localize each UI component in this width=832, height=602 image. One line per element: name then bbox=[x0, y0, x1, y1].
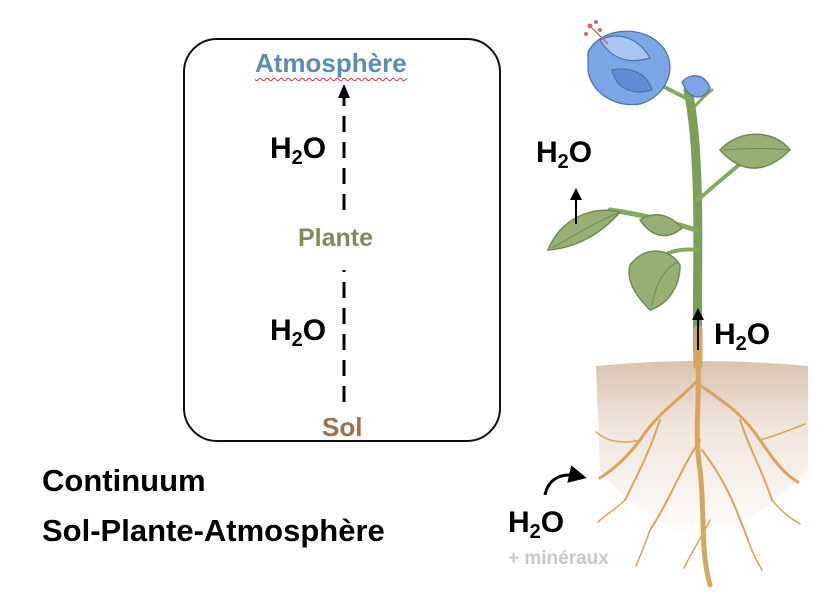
plant-flowers bbox=[587, 30, 711, 106]
label-atmosphere: Atmosphère bbox=[255, 48, 407, 78]
title-line-1: Continuum bbox=[42, 463, 206, 498]
label-h2o-stem: H2O bbox=[714, 318, 771, 355]
flow-arrow-dashed bbox=[338, 84, 350, 402]
label-h2o-upper: H2O bbox=[270, 132, 327, 169]
label-h2o-lower: H2O bbox=[270, 314, 327, 351]
label-sol: Sol bbox=[322, 412, 363, 442]
label-h2o-root: H2O bbox=[508, 506, 565, 543]
leaf-veins bbox=[551, 148, 789, 307]
continuum-box bbox=[183, 38, 501, 442]
arrow-root-curved bbox=[543, 465, 587, 496]
label-h2o-leaf: H2O bbox=[536, 136, 593, 173]
plant-roots bbox=[595, 357, 806, 588]
title-line-2: Sol-Plante-Atmosphère bbox=[42, 513, 385, 548]
label-mineraux: + minéraux bbox=[508, 548, 609, 569]
flower-stamen bbox=[584, 20, 609, 45]
label-plante: Plante bbox=[298, 224, 374, 252]
diagram-title: Continuum Sol-Plante-Atmosphère bbox=[42, 456, 385, 556]
flow-arrowhead bbox=[338, 84, 350, 98]
